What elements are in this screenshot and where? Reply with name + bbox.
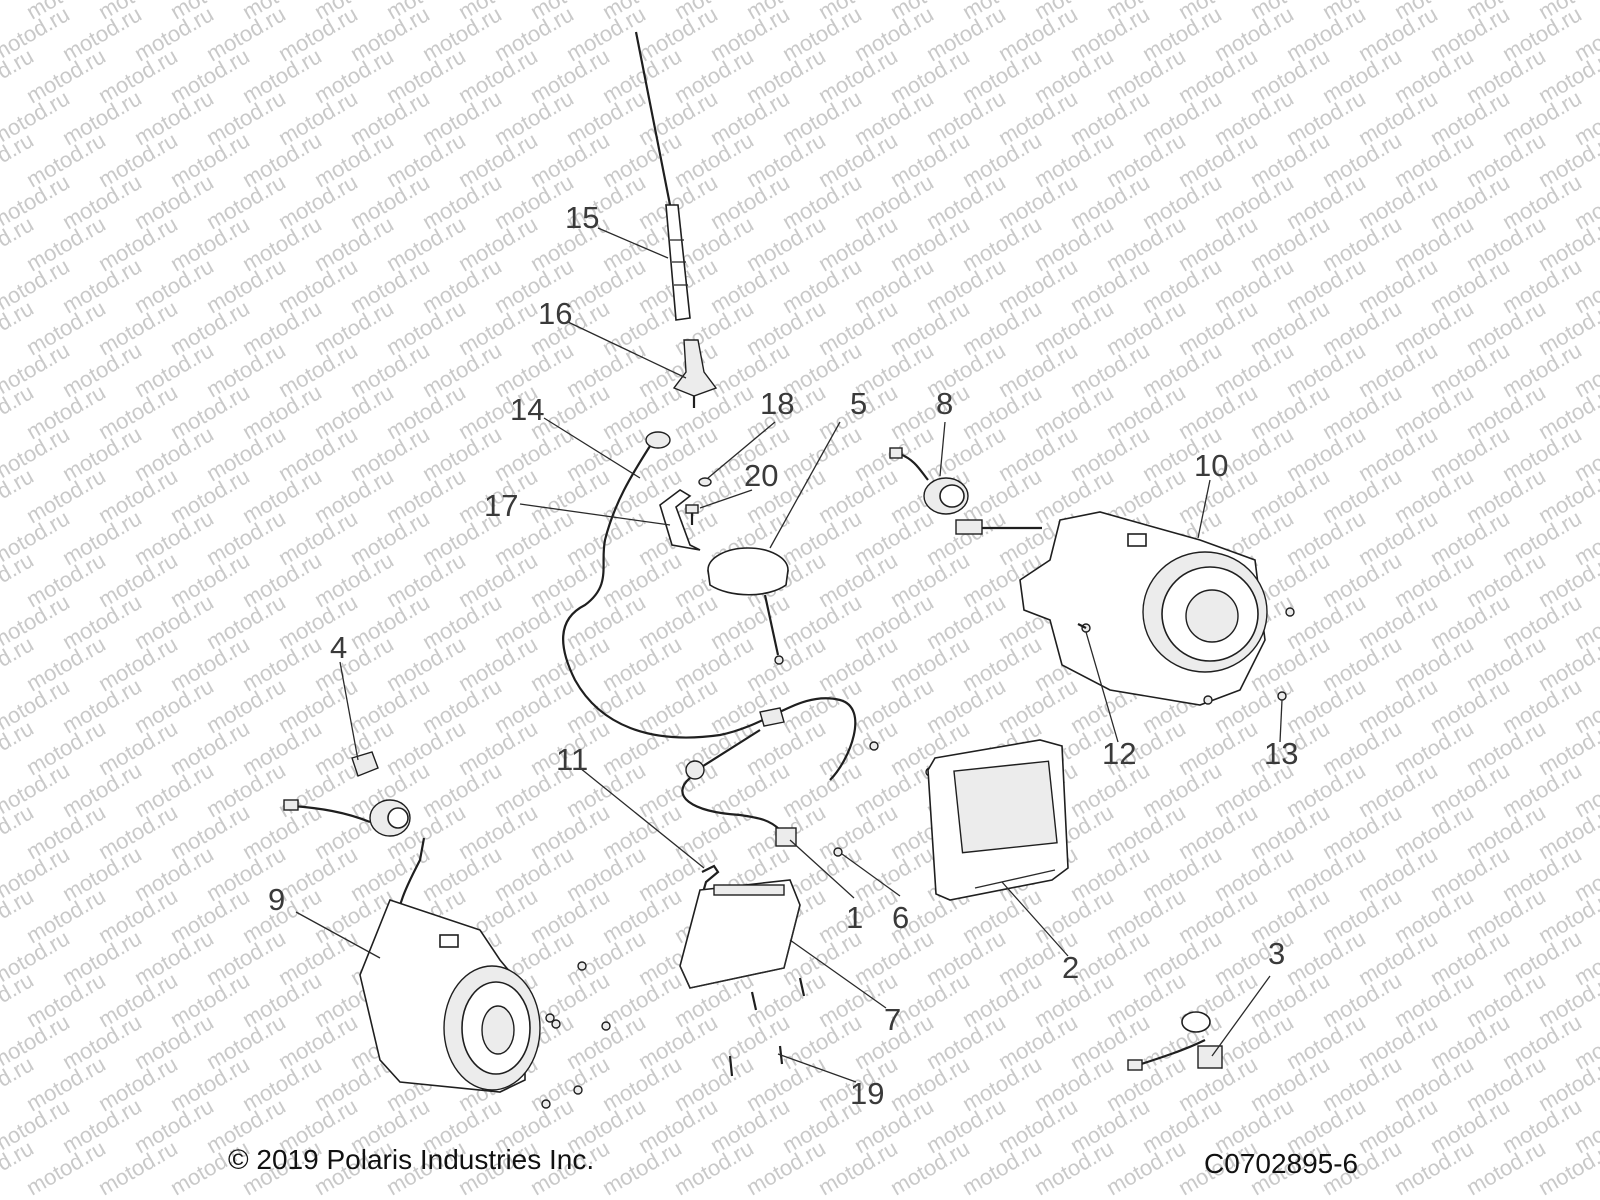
callout-12: 12: [1102, 736, 1136, 771]
callout-19: 19: [850, 1076, 884, 1111]
whip-antenna: [634, 31, 691, 321]
antenna-base: [672, 339, 718, 408]
callout-6: 6: [892, 900, 909, 935]
harness-connector: [681, 707, 797, 847]
callout-17: 17: [484, 488, 518, 523]
callout-16: 16: [538, 296, 572, 331]
connector-cap: [1127, 1011, 1223, 1071]
left-tweeter-harness: [283, 799, 426, 941]
antenna-cable: [562, 431, 857, 781]
callout-14: 14: [510, 392, 544, 427]
tweeter: [889, 447, 969, 515]
callout-15: 15: [565, 200, 599, 235]
callout-4: 4: [330, 630, 347, 665]
callout-3: 3: [1268, 936, 1285, 971]
speaker-enclosure-left: [359, 899, 541, 1093]
callout-7: 7: [884, 1002, 901, 1037]
nut: [698, 477, 712, 487]
screws-right: [1077, 607, 1295, 705]
callout-5: 5: [850, 386, 867, 421]
leader-lines: [295, 227, 1283, 1083]
drawing-number: C0702895-6: [1204, 1148, 1359, 1179]
callout-9: 9: [268, 882, 285, 917]
clip: [700, 864, 720, 897]
copyright-notice: © 2019 Polaris Industries Inc.: [228, 1144, 595, 1175]
audio-module: [679, 879, 801, 989]
speaker-enclosure-right: [955, 511, 1268, 706]
callout-8: 8: [936, 386, 953, 421]
connector-bracket: [351, 751, 379, 777]
screws-left: [541, 961, 611, 1109]
callout-18: 18: [760, 386, 794, 421]
callout-10: 10: [1194, 448, 1228, 483]
callout-11: 11: [556, 742, 588, 777]
bracket: [659, 489, 701, 551]
callout-13: 13: [1264, 736, 1298, 771]
callout-2: 2: [1062, 950, 1079, 985]
callout-labels: 15 16 14 17 18 20 5 8 10 12 13 4 9 11 1 …: [268, 200, 1298, 1111]
callout-20: 20: [744, 458, 778, 493]
callout-1: 1: [846, 900, 863, 935]
screw-20: [685, 504, 699, 525]
display-unit: [927, 739, 1069, 901]
gps-antenna: [707, 547, 789, 665]
